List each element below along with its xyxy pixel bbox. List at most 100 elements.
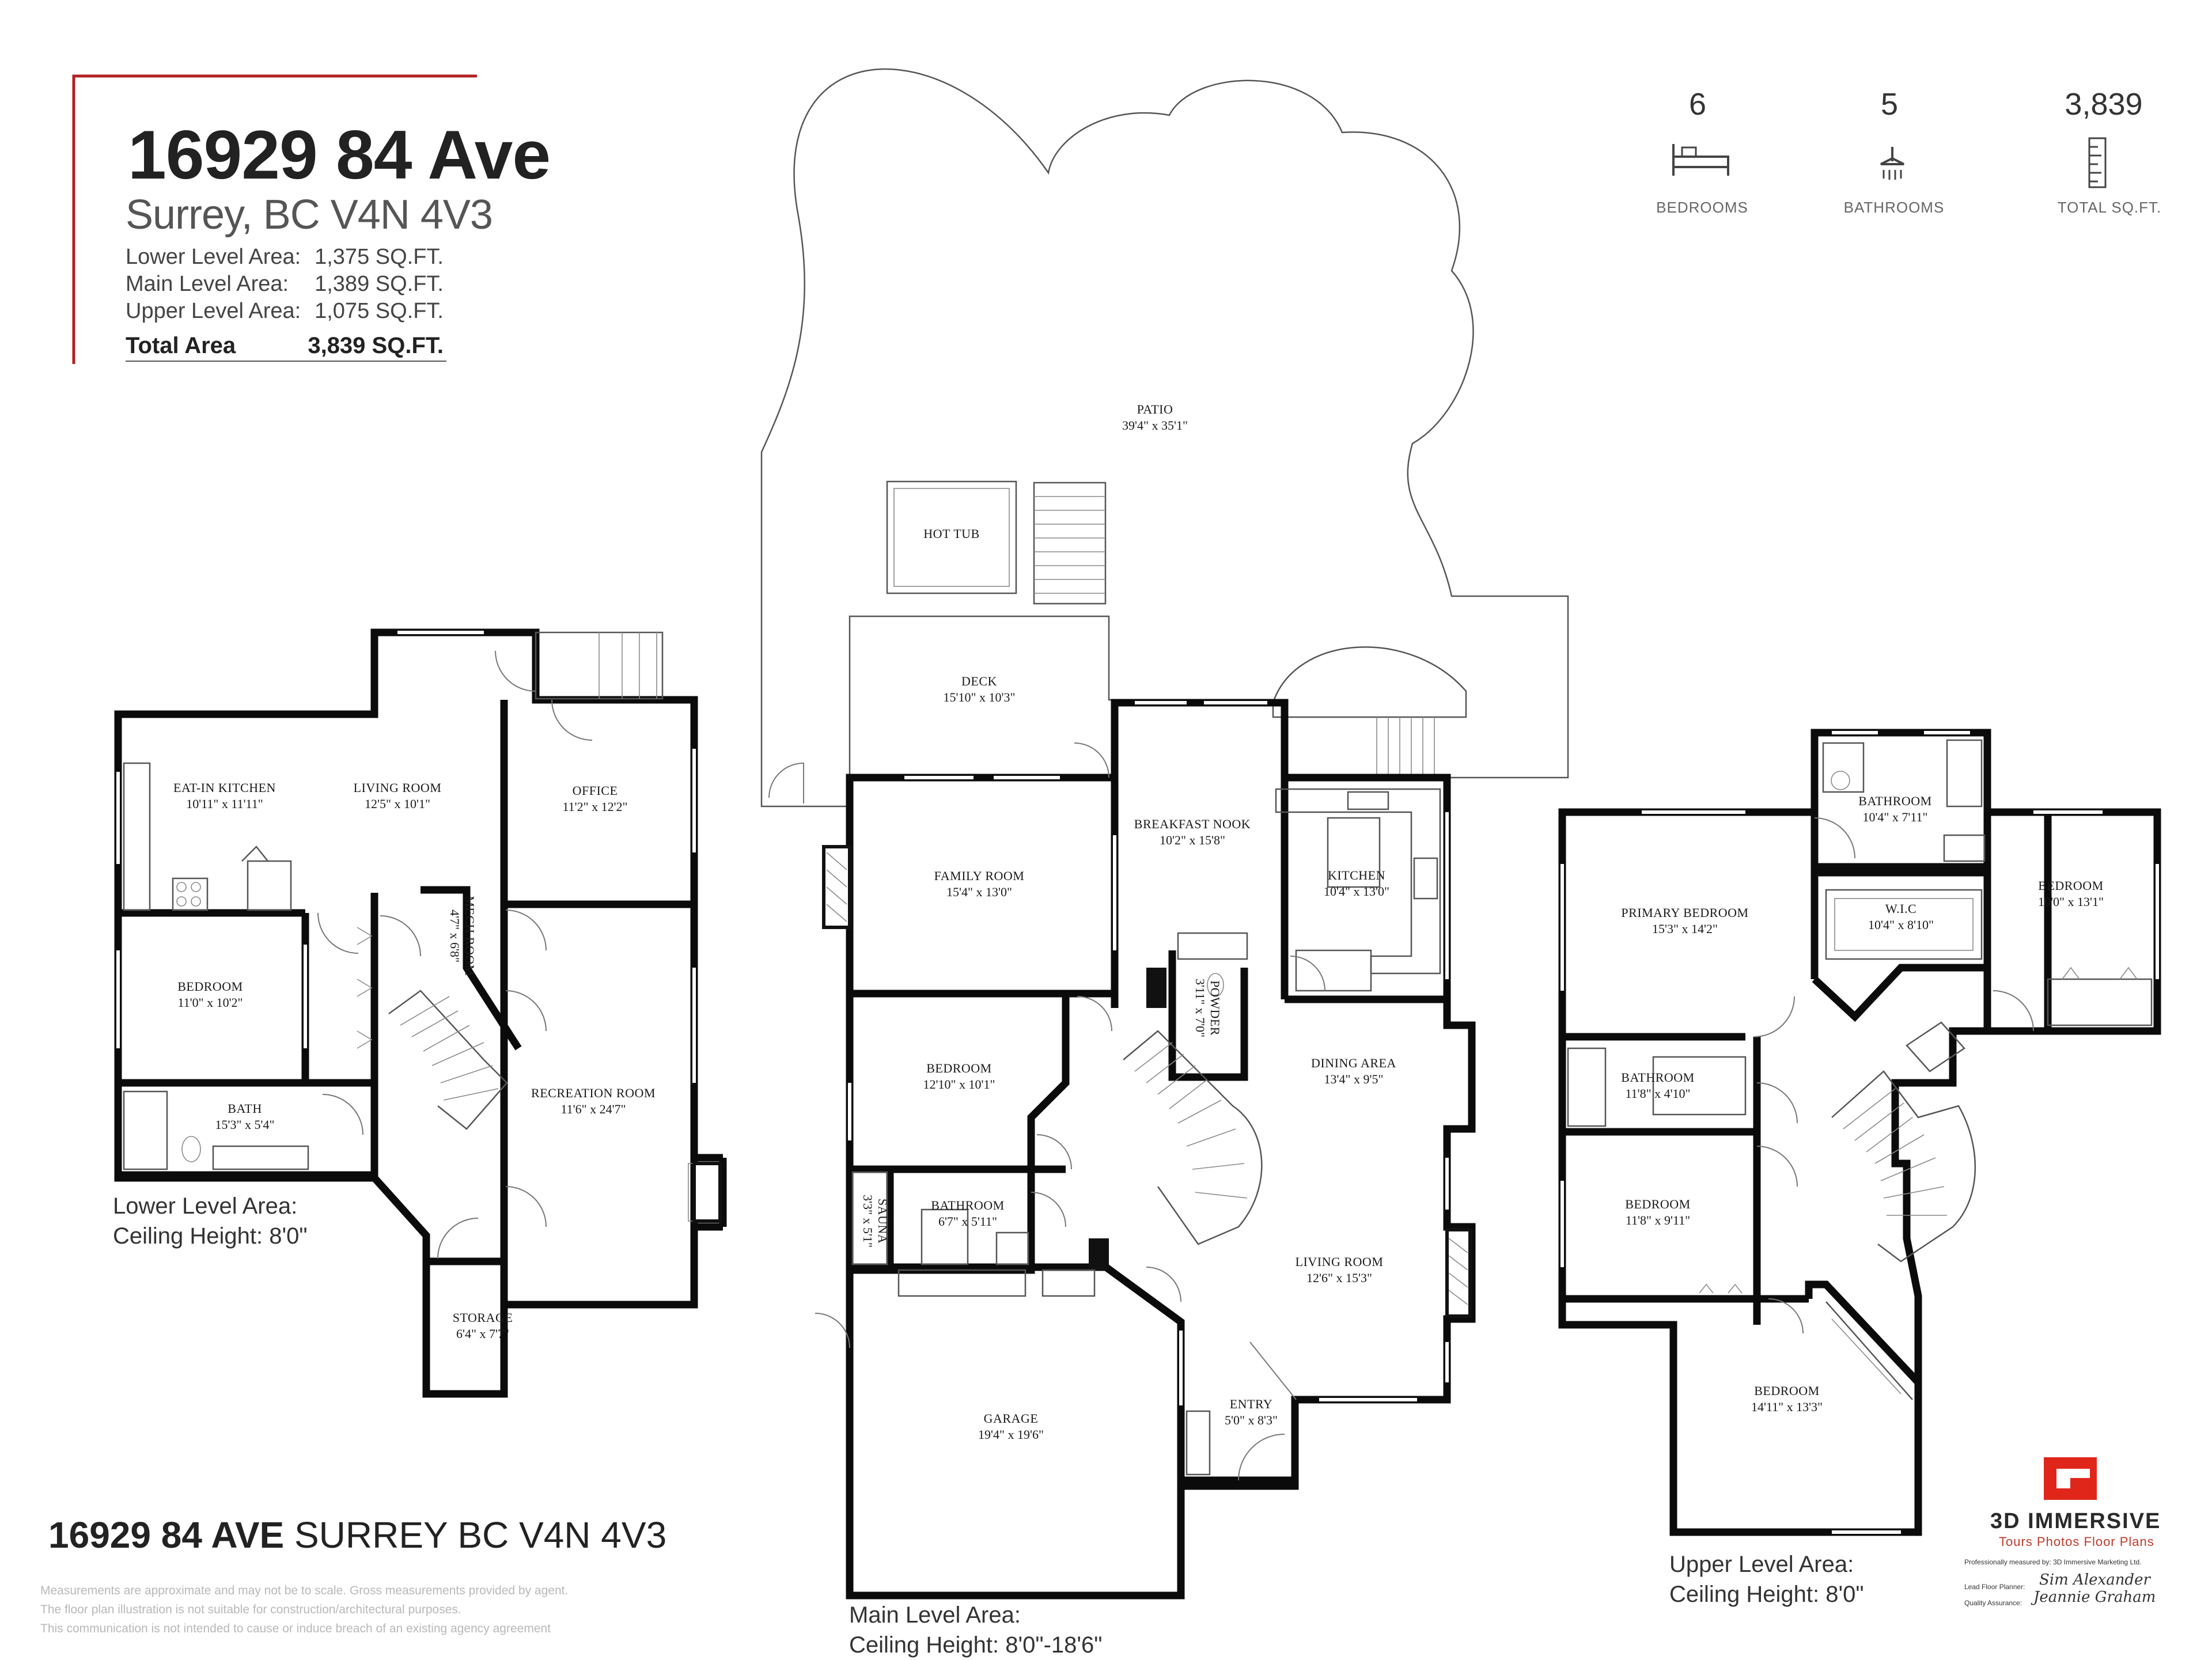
- upper-level-walls: [1558, 729, 2161, 1536]
- room-office: OFFICE 11'2" x 12'2": [562, 783, 627, 814]
- svg-text:LIVING ROOM: LIVING ROOM: [354, 780, 442, 795]
- header-accent-bracket: [72, 74, 477, 364]
- disclaimer-line: This communication is not intended to ca…: [40, 1622, 551, 1635]
- patio-stairs: [1033, 482, 1107, 605]
- main-level-ceiling: Ceiling Height: 8'0"-18'6": [849, 1632, 1103, 1658]
- room-upper-bathroom-top: BATHROOM 10'4" x 7'11": [1858, 794, 1931, 824]
- svg-text:15'10" x 10'3": 15'10" x 10'3": [944, 690, 1016, 704]
- qa-signature: Jeannie Graham: [2033, 1589, 2156, 1606]
- total-area-value: 3,839 SQ.FT.: [308, 333, 444, 358]
- svg-text:PRIMARY BEDROOM: PRIMARY BEDROOM: [1621, 905, 1748, 920]
- room-entry: ENTRY 5'0" x 8'3": [1225, 1397, 1278, 1427]
- shower-icon: [1880, 147, 1904, 180]
- area-row: Lower Level Area: 1,375 SQ.FT.: [0, 245, 461, 271]
- svg-text:STORAGE: STORAGE: [453, 1310, 513, 1325]
- total-sqft-label: TOTAL SQ.FT.: [2057, 199, 2162, 216]
- main-level-windows: [848, 701, 1449, 1405]
- svg-text:6'4" x 7'7": 6'4" x 7'7": [456, 1327, 509, 1341]
- svg-text:15'4" x 13'0": 15'4" x 13'0": [946, 885, 1012, 899]
- room-recreation: RECREATION ROOM 11'6" x 24'7": [531, 1086, 656, 1116]
- rear-bay-stairs: [1272, 646, 1467, 775]
- svg-text:BATHROOM: BATHROOM: [1621, 1070, 1694, 1085]
- svg-text:11'0" x 10'2": 11'0" x 10'2": [177, 995, 243, 1010]
- qa-label: Quality Assurance:: [1964, 1599, 2022, 1607]
- svg-text:EAT-IN KITCHEN: EAT-IN KITCHEN: [173, 780, 276, 795]
- lower-level-windows: [116, 631, 696, 1083]
- svg-text:BREAKFAST NOOK: BREAKFAST NOOK: [1134, 817, 1251, 831]
- room-hot-tub: HOT TUB: [923, 526, 979, 541]
- area-value: 1,389 SQ.FT.: [315, 272, 444, 296]
- room-sauna: SAUNA 3'3" x 5'1": [861, 1195, 890, 1248]
- svg-text:13'4" x 9'5": 13'4" x 9'5": [1324, 1072, 1384, 1086]
- svg-text:BATHROOM: BATHROOM: [931, 1198, 1004, 1212]
- brand-name: 3D IMMERSIVE: [1990, 1509, 2161, 1533]
- svg-text:PATIO: PATIO: [1137, 402, 1173, 416]
- room-breakfast: BREAKFAST NOOK 10'2" x 15'8": [1134, 817, 1251, 847]
- room-patio: PATIO 39'4" x 35'1": [1122, 402, 1188, 433]
- svg-text:10'4" x 13'0": 10'4" x 13'0": [1324, 884, 1389, 899]
- room-kitchen: KITCHEN 10'4" x 13'0": [1324, 868, 1389, 899]
- room-primary-bedroom: PRIMARY BEDROOM 15'3" x 14'2": [1621, 905, 1748, 936]
- room-powder: POWDER 3'11" x 7'0": [1193, 979, 1222, 1037]
- svg-text:BATH: BATH: [228, 1101, 262, 1116]
- room-upper-bedroom-left: BEDROOM 11'8" x 9'11": [1625, 1197, 1691, 1227]
- room-eat-in-kitchen: EAT-IN KITCHEN 10'11" x 11'11": [173, 780, 276, 811]
- main-level-name: Main Level Area:: [849, 1602, 1021, 1628]
- svg-text:6'7" x 5'11": 6'7" x 5'11": [938, 1214, 997, 1229]
- svg-text:HOT TUB: HOT TUB: [923, 526, 979, 541]
- upper-level-ceiling: Ceiling Height: 8'0": [1669, 1582, 1864, 1607]
- svg-text:W.I.C: W.I.C: [1885, 901, 1916, 916]
- room-dining: DINING AREA 13'4" x 9'5": [1311, 1056, 1396, 1086]
- svg-text:11'2" x 12'2": 11'2" x 12'2": [562, 799, 627, 814]
- svg-text:3'3" x 5'1": 3'3" x 5'1": [861, 1195, 875, 1248]
- room-lower-bedroom: BEDROOM 11'0" x 10'2": [177, 979, 243, 1010]
- area-row: Main Level Area: 1,389 SQ.FT.: [0, 272, 461, 298]
- svg-text:SAUNA: SAUNA: [876, 1199, 890, 1244]
- bedrooms-count: 6: [1688, 87, 1707, 122]
- lower-level-doors: [317, 650, 593, 1259]
- svg-text:FAMILY ROOM: FAMILY ROOM: [934, 869, 1025, 883]
- svg-text:10'4" x 8'10": 10'4" x 8'10": [1868, 918, 1934, 932]
- svg-text:ENTRY: ENTRY: [1230, 1397, 1273, 1411]
- svg-text:BEDROOM: BEDROOM: [1754, 1384, 1820, 1398]
- patio-door-swing: [768, 762, 804, 804]
- svg-text:19'4" x 19'6": 19'4" x 19'6": [978, 1427, 1044, 1442]
- bathrooms-count: 5: [1880, 87, 1899, 122]
- svg-text:RECREATION ROOM: RECREATION ROOM: [531, 1086, 656, 1100]
- svg-text:GARAGE: GARAGE: [984, 1411, 1039, 1426]
- svg-text:10'4" x 7'11": 10'4" x 7'11": [1862, 810, 1927, 824]
- area-label: Lower Level Area:: [126, 245, 301, 269]
- upper-level-windows: [1560, 731, 2159, 1534]
- room-upper-bathroom-mid: BATHROOM 11'8" x 4'10": [1621, 1070, 1694, 1101]
- svg-text:15'3" x 5'4": 15'3" x 5'4": [215, 1117, 275, 1132]
- svg-text:POWDER: POWDER: [1208, 980, 1222, 1036]
- svg-text:BEDROOM: BEDROOM: [926, 1061, 992, 1075]
- room-upper-bedroom-right: BEDROOM 10'0" x 13'1": [2038, 878, 2104, 909]
- disclaimer-line: Measurements are approximate and may not…: [40, 1584, 569, 1597]
- svg-text:12'5" x 10'1": 12'5" x 10'1": [365, 797, 430, 811]
- lower-level-caption: Lower Level Area: Ceiling Height: 8'0": [113, 1191, 308, 1251]
- area-value: 1,375 SQ.FT.: [315, 245, 444, 269]
- svg-text:OFFICE: OFFICE: [573, 783, 618, 798]
- svg-text:5'0" x 8'3": 5'0" x 8'3": [1225, 1413, 1278, 1427]
- total-sqft-count: 3,839: [2065, 87, 2143, 122]
- upper-level-caption: Upper Level Area: Ceiling Height: 8'0": [1669, 1549, 1864, 1609]
- svg-text:DINING AREA: DINING AREA: [1311, 1056, 1396, 1070]
- svg-text:14'11" x 13'3": 14'11" x 13'3": [1751, 1400, 1823, 1414]
- svg-text:KITCHEN: KITCHEN: [1328, 868, 1385, 882]
- room-lower-living: LIVING ROOM 12'5" x 10'1": [354, 780, 442, 811]
- svg-text:39'4" x 35'1": 39'4" x 35'1": [1122, 418, 1188, 433]
- svg-text:11'8" x 9'11": 11'8" x 9'11": [1626, 1213, 1690, 1227]
- room-garage: GARAGE 19'4" x 19'6": [978, 1411, 1044, 1442]
- room-storage: STORAGE 6'4" x 7'7": [453, 1310, 513, 1341]
- lower-level-fixtures: [123, 631, 699, 1222]
- svg-text:DECK: DECK: [961, 674, 997, 688]
- svg-text:4'7" x 6'8": 4'7" x 6'8": [448, 909, 462, 962]
- brand-logo-icon: [2044, 1457, 2097, 1500]
- planner-signature: Sim Alexander: [2039, 1571, 2150, 1589]
- room-bath: BATH 15'3" x 5'4": [215, 1101, 275, 1132]
- bedrooms-label: BEDROOMS: [1656, 199, 1748, 216]
- svg-text:BEDROOM: BEDROOM: [1625, 1197, 1691, 1211]
- lower-level-name: Lower Level Area:: [113, 1193, 298, 1219]
